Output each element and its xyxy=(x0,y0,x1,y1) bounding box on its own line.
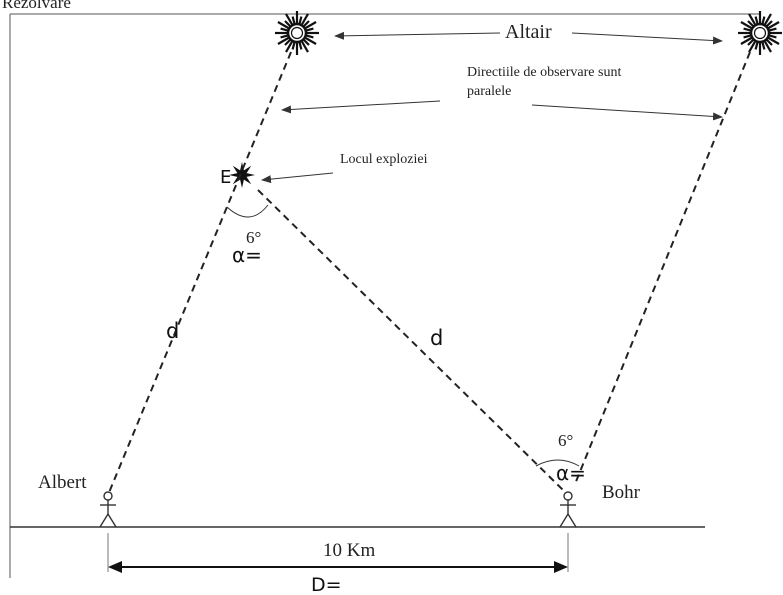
distance-symbol-label: D= xyxy=(311,574,342,595)
sight-line-albert xyxy=(107,51,292,496)
arrow-to-explosion xyxy=(261,172,334,184)
parallel-note-line2: paralele xyxy=(467,84,511,99)
sun-icon xyxy=(738,11,782,55)
observer-bohr-label: Bohr xyxy=(602,482,641,503)
explosion-icon xyxy=(229,162,255,188)
distance-value-label: 10 Km xyxy=(323,540,375,561)
sun-icon xyxy=(275,11,319,55)
sight-line-bohr xyxy=(574,51,751,485)
distance-arrowhead-left xyxy=(108,561,122,573)
arrow-to-right-sun xyxy=(571,32,723,45)
side-label-left: d xyxy=(166,319,179,343)
star-label: Altair xyxy=(505,21,552,43)
angle-explosion-value: 6° xyxy=(246,228,261,247)
side-label-right: d xyxy=(430,326,443,350)
angle-arc-explosion xyxy=(226,204,269,218)
explosion-place-label: Locul exploziei xyxy=(340,152,428,167)
parallel-note-line1: Directiile de observare sunt xyxy=(467,65,621,80)
arrow-to-right-sightline xyxy=(531,104,723,121)
angle-bohr-value: 6° xyxy=(558,431,573,450)
arrow-to-left-sun xyxy=(334,31,501,40)
header-text: Rezolvare xyxy=(2,0,71,12)
distance-arrowhead-right xyxy=(554,561,568,573)
observer-albert-label: Albert xyxy=(38,472,87,493)
angle-bohr-symbol: α= xyxy=(556,461,586,485)
angle-explosion-symbol: α= xyxy=(232,243,262,267)
stick-figure-icon xyxy=(99,491,117,528)
explosion-point-label: E xyxy=(220,167,231,188)
arrow-to-left-sightline xyxy=(281,100,441,114)
line-explosion-to-bohr xyxy=(257,189,564,491)
stick-figure-icon xyxy=(559,491,577,528)
angle-arc-bohr xyxy=(535,459,580,467)
